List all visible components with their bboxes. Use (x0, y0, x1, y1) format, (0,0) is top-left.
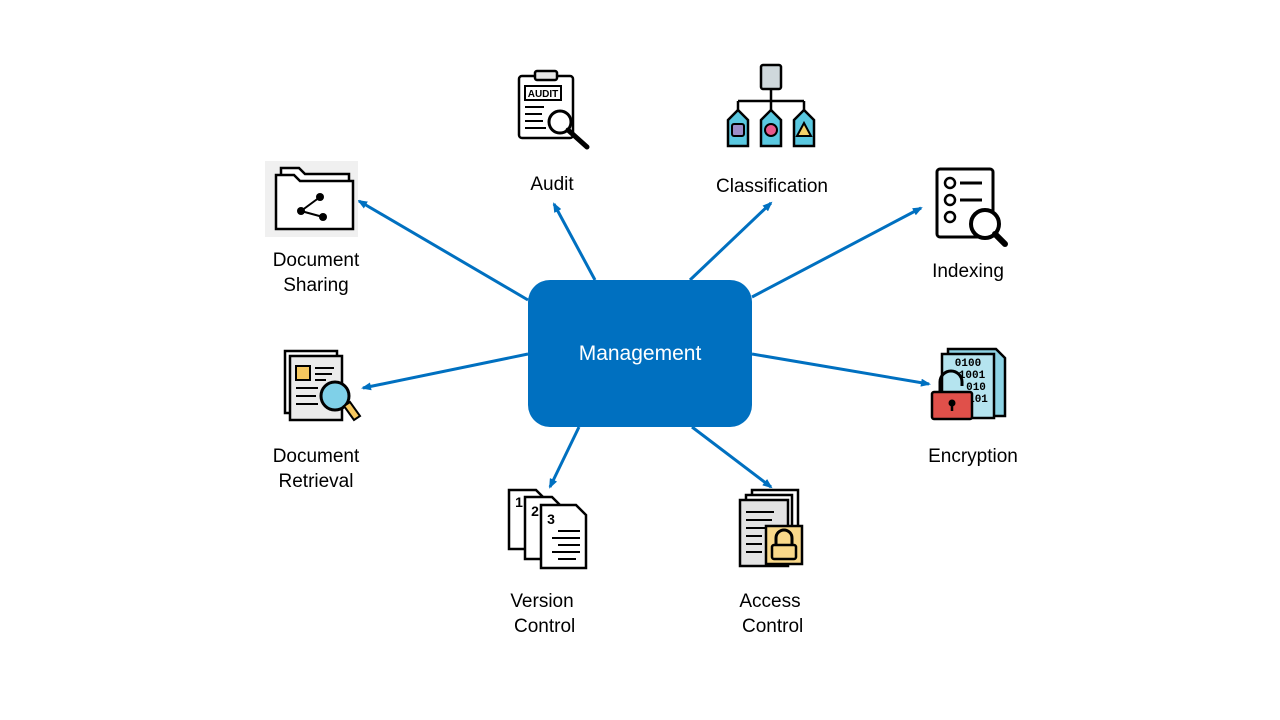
arrow-version-control (548, 426, 581, 489)
svg-text:3: 3 (547, 511, 555, 527)
document-search-icon (283, 349, 362, 422)
arrow-classification (688, 201, 773, 282)
svg-text:1: 1 (515, 494, 523, 510)
access-lock-document-icon (738, 488, 804, 568)
svg-text:1001: 1001 (959, 370, 986, 382)
classification-tree-icon (726, 63, 816, 148)
svg-text:0100: 0100 (955, 358, 981, 370)
arrow-indexing (751, 206, 923, 299)
arrow-document-retrieval (361, 352, 529, 391)
svg-text:AUDIT: AUDIT (528, 89, 559, 100)
hub-label: Management (578, 341, 702, 365)
arrow-audit (552, 202, 597, 281)
version-documents-icon: 1 2 3 (507, 488, 588, 570)
node-label-classification: Classification (716, 176, 828, 197)
shared-folder-icon (265, 161, 358, 237)
svg-text:2: 2 (531, 503, 539, 519)
node-label-version-control: Version Control (510, 591, 576, 637)
audit-clipboard-icon: AUDIT (517, 69, 590, 150)
arrow-access-control (691, 425, 773, 489)
node-label-access-control: Access Control (739, 591, 804, 637)
arrow-encryption (751, 352, 931, 387)
node-label-indexing: Indexing (932, 261, 1004, 282)
node-label-document-sharing: Document Sharing (272, 250, 360, 296)
encryption-lock-icon: 0100 1001 010 101 (930, 347, 1007, 421)
arrow-document-sharing (357, 199, 529, 302)
node-label-encryption: Encryption (928, 446, 1018, 467)
management-hub: Management (528, 280, 752, 427)
node-label-audit: Audit (530, 174, 574, 195)
index-search-list-icon (935, 167, 1008, 247)
node-label-document-retrieval: Document Retrieval (272, 446, 360, 492)
